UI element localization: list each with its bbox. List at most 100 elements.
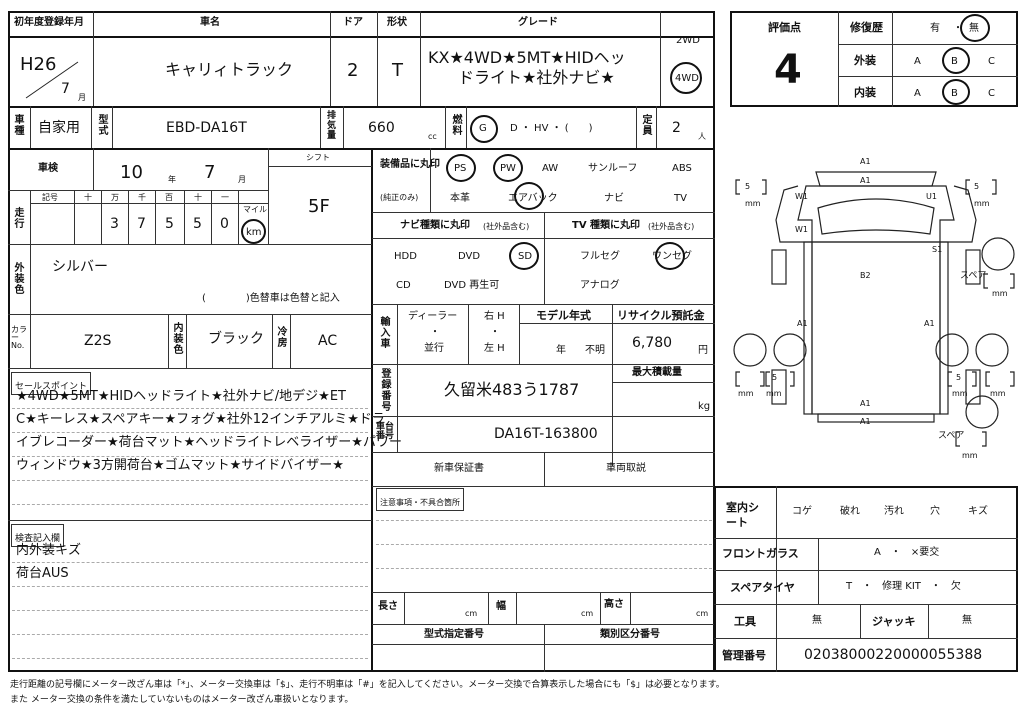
mm-unit: mm bbox=[738, 389, 754, 398]
month-unit: 月 bbox=[78, 93, 86, 102]
ac-label: 冷房 bbox=[275, 326, 286, 348]
grade-line-1: KX★4WD★5MT★HIDヘッ bbox=[428, 48, 626, 67]
sheet-stain: 汚れ bbox=[884, 506, 904, 517]
displacement-value: 660 bbox=[368, 120, 395, 136]
equip-tv: TV bbox=[674, 193, 687, 204]
import-right: 右 H bbox=[484, 311, 505, 322]
doors-value: 2 bbox=[347, 60, 359, 81]
navi-hdd: HDD bbox=[394, 251, 417, 262]
int-grade-a: A bbox=[914, 88, 921, 99]
spare-label: スペア bbox=[938, 431, 965, 441]
score-label: 評価点 bbox=[768, 21, 801, 34]
footer-note-1: 走行距離の記号欄にメーター改ざん車は「*」、メーター交換車は「$」、走行不明車は… bbox=[10, 680, 725, 690]
model-year-unknown: 不明 bbox=[585, 345, 605, 356]
inspector-label: 検査記入欄 bbox=[15, 534, 61, 544]
shaken-year: 10 bbox=[120, 162, 143, 183]
ext-grade-circle bbox=[942, 47, 970, 74]
grade-label: グレード bbox=[518, 17, 558, 28]
shift-value: 5F bbox=[308, 196, 330, 217]
tv-label: TV 種類に丸印 bbox=[572, 220, 641, 231]
inspector-tag: 検査記入欄 bbox=[11, 524, 65, 547]
sales-line: ★4WD★5MT★HIDヘッドライト★社外ナビ/地デジ★ET bbox=[16, 389, 346, 404]
spare-tire-value: T ・ 修理 KIT ・ 欠 bbox=[846, 581, 961, 592]
fuel-options: D ・ HV ・ ( ) bbox=[510, 123, 593, 134]
shaken-label: 車検 bbox=[38, 163, 58, 174]
tire-depth: 5 bbox=[956, 373, 962, 382]
damage-mark: A1 bbox=[860, 176, 871, 185]
damage-mark: A1 bbox=[797, 319, 808, 328]
inspector-line: 荷台AUS bbox=[16, 566, 69, 581]
shape-value: T bbox=[392, 60, 403, 81]
grade-line-2: ドライト★社外ナビ★ bbox=[458, 68, 615, 87]
equip-leather: 本革 bbox=[450, 193, 470, 204]
width-label: 幅 bbox=[496, 601, 506, 612]
damage-mark: A1 bbox=[860, 417, 871, 426]
shaken-month: 7 bbox=[204, 162, 216, 183]
year-unit: 年 bbox=[168, 175, 176, 184]
damage-mark: A1 bbox=[860, 157, 871, 166]
windshield-label: フロントガラス bbox=[722, 547, 799, 560]
interior-grade-label: 内装 bbox=[854, 86, 876, 99]
mileage-digit: 5 bbox=[165, 216, 174, 232]
color-no-value: Z2S bbox=[84, 333, 112, 349]
windshield-value: A ・ ×要交 bbox=[874, 547, 940, 558]
damage-mark: B2 bbox=[860, 271, 871, 280]
mgmt-label: 管理番号 bbox=[722, 649, 766, 662]
sheet-hole: 穴 bbox=[930, 506, 940, 517]
divider bbox=[371, 148, 373, 672]
recycle-value: 6,780 bbox=[632, 335, 673, 351]
equipment-sub: (純正のみ) bbox=[380, 193, 419, 202]
exterior-color-value: シルバー bbox=[52, 259, 108, 275]
sheet-tear: 破れ bbox=[840, 506, 860, 517]
drive-4wd: 4WD bbox=[675, 73, 699, 84]
reg-month: 7 bbox=[61, 81, 70, 97]
chassis-label: 車台番号 bbox=[376, 422, 395, 441]
tire-depth: 5 bbox=[974, 182, 980, 191]
max-load-label: 最大積載量 bbox=[632, 367, 682, 378]
mgmt-number: 02038000220000055388 bbox=[804, 647, 983, 663]
exterior-grade-label: 外装 bbox=[854, 54, 876, 67]
car-name: キャリィトラック bbox=[165, 60, 294, 79]
equip-sunroof: サンルーフ bbox=[588, 163, 638, 174]
month-unit: 月 bbox=[238, 175, 246, 184]
color-change-note: ( )色替車は色替と記入 bbox=[202, 293, 340, 304]
equip-airbag: エアバック bbox=[508, 193, 558, 204]
doc-manual: 車両取説 bbox=[606, 463, 646, 474]
shift-label: シフト bbox=[306, 153, 330, 162]
mm-unit: mm bbox=[990, 389, 1006, 398]
equip-pw: PW bbox=[500, 163, 516, 174]
drive-circle bbox=[670, 62, 702, 94]
repair-no: 無 bbox=[969, 23, 979, 34]
sales-line: C★キーレス★スペアキー★フォグ★社外12インチアルミ★ドラ bbox=[16, 412, 385, 427]
vehicle-diagram bbox=[733, 171, 1015, 447]
chassis-value: DA16T-163800 bbox=[494, 426, 598, 442]
spare-tire-label: スペアタイヤ bbox=[730, 581, 795, 594]
ext-grade-a: A bbox=[914, 56, 921, 67]
shape-label: 形状 bbox=[387, 17, 407, 28]
fuel-g: G bbox=[479, 123, 487, 134]
use-value: 自家用 bbox=[38, 120, 80, 136]
class-no-label: 類別区分番号 bbox=[600, 629, 660, 640]
evaluation-box bbox=[730, 11, 1018, 107]
first-reg-label: 初年度登録年月 bbox=[14, 17, 84, 28]
damage-mark: U1 bbox=[926, 192, 937, 201]
mm-unit: mm bbox=[992, 289, 1008, 298]
repair-dot: ・ bbox=[953, 23, 963, 34]
mileage-hdr-1: 十 bbox=[84, 193, 92, 202]
pw-circle bbox=[493, 154, 523, 182]
car-name-label: 車名 bbox=[200, 17, 220, 28]
fuel-label: 燃料 bbox=[450, 114, 461, 136]
jack-value: 無 bbox=[962, 615, 972, 626]
interior-sheet-label: 室内シート bbox=[726, 501, 759, 530]
mileage-hdr-2: 万 bbox=[111, 193, 119, 202]
mileage-hdr-3: 千 bbox=[138, 193, 146, 202]
recycle-unit: 円 bbox=[698, 345, 708, 356]
airbag-circle bbox=[514, 182, 544, 210]
slash-mark bbox=[25, 61, 79, 99]
sales-points-tag: セールスポイント bbox=[11, 372, 92, 395]
navi-dvd: DVD bbox=[458, 251, 481, 262]
damage-mark: A1 bbox=[860, 399, 871, 408]
mileage-digit: 7 bbox=[137, 216, 146, 232]
sales-line: ウィンドウ★3方開荷台★ゴムマット★サイドバイザー★ bbox=[16, 458, 344, 473]
km-label: km bbox=[246, 227, 262, 238]
